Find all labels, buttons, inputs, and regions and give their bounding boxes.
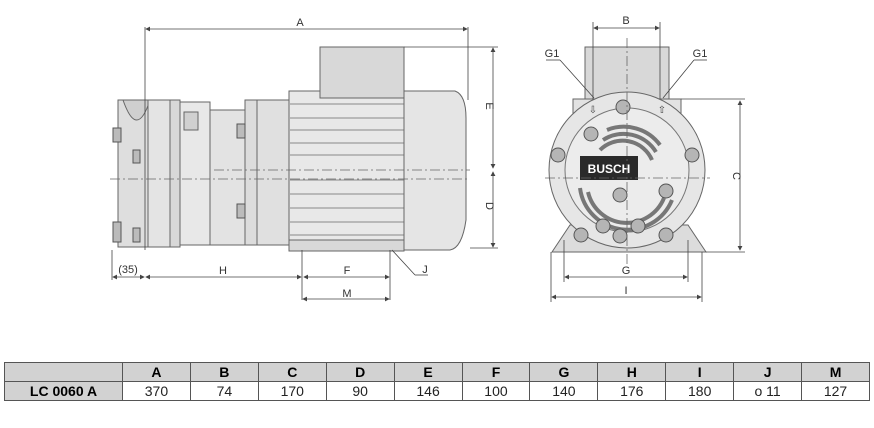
pump-front-view: BUSCH ⇩ ⇧ bbox=[545, 38, 710, 265]
value-a: 370 bbox=[122, 381, 191, 401]
column-header-c: C bbox=[257, 362, 327, 382]
column-header-e: E bbox=[393, 362, 463, 382]
column-header-a: A bbox=[122, 362, 191, 382]
side-view-dimensions bbox=[111, 26, 498, 302]
table-header-row: A B C D E F G H I J M bbox=[4, 362, 870, 382]
value-d: 90 bbox=[325, 381, 395, 401]
column-header-j: J bbox=[733, 362, 803, 382]
dim-label-b: B bbox=[622, 15, 629, 27]
value-i: 180 bbox=[665, 381, 735, 401]
value-f: 100 bbox=[461, 381, 531, 401]
column-header-d: D bbox=[325, 362, 395, 382]
port-label-g1-left: G1 bbox=[545, 48, 560, 60]
value-e: 146 bbox=[393, 381, 463, 401]
column-header-f: F bbox=[461, 362, 531, 382]
busch-logo bbox=[580, 156, 638, 180]
dim-label-m: M bbox=[342, 288, 351, 300]
column-header-b: B bbox=[189, 362, 259, 382]
technical-drawing: A E D (35) H F M J bbox=[110, 15, 745, 302]
port-label-g1-right: G1 bbox=[693, 48, 708, 60]
column-header-i: I bbox=[665, 362, 735, 382]
value-g: 140 bbox=[529, 381, 599, 401]
column-header-g: G bbox=[529, 362, 599, 382]
value-b: 74 bbox=[189, 381, 259, 401]
dim-label-h: H bbox=[219, 265, 227, 277]
dim-label-e: E bbox=[483, 102, 495, 109]
dimension-table: A B C D E F G H I J M LC 0060 A 370 74 1… bbox=[4, 362, 870, 401]
dim-label-c: C bbox=[730, 172, 742, 180]
value-h: 176 bbox=[597, 381, 667, 401]
column-header-h: H bbox=[597, 362, 667, 382]
column-header-m: M bbox=[801, 362, 870, 382]
flow-out-arrow-icon: ⇧ bbox=[658, 105, 666, 116]
dim-label-d: D bbox=[483, 202, 495, 210]
value-c: 170 bbox=[257, 381, 327, 401]
flow-in-arrow-icon: ⇩ bbox=[589, 105, 597, 116]
column-header-model bbox=[4, 362, 123, 382]
svg-text:BUSCH: BUSCH bbox=[588, 162, 631, 176]
dim-label-f: F bbox=[344, 265, 351, 277]
dim-label-g: G bbox=[622, 265, 631, 277]
front-view-dimensions bbox=[546, 22, 745, 302]
front-view-labels: B C G I G1 G1 bbox=[545, 15, 742, 297]
side-view-labels: A E D (35) H F M J bbox=[118, 17, 495, 300]
dim-label-a: A bbox=[296, 17, 304, 29]
dim-label-i: I bbox=[624, 285, 627, 297]
model-cell: LC 0060 A bbox=[4, 381, 123, 401]
value-m: 127 bbox=[801, 381, 870, 401]
dim-label-j: J bbox=[422, 264, 428, 276]
table-row: LC 0060 A 370 74 170 90 146 100 140 176 … bbox=[4, 381, 870, 401]
value-j: o 11 bbox=[733, 381, 803, 401]
pump-side-view bbox=[110, 46, 470, 252]
dim-label-offset: (35) bbox=[118, 264, 138, 276]
